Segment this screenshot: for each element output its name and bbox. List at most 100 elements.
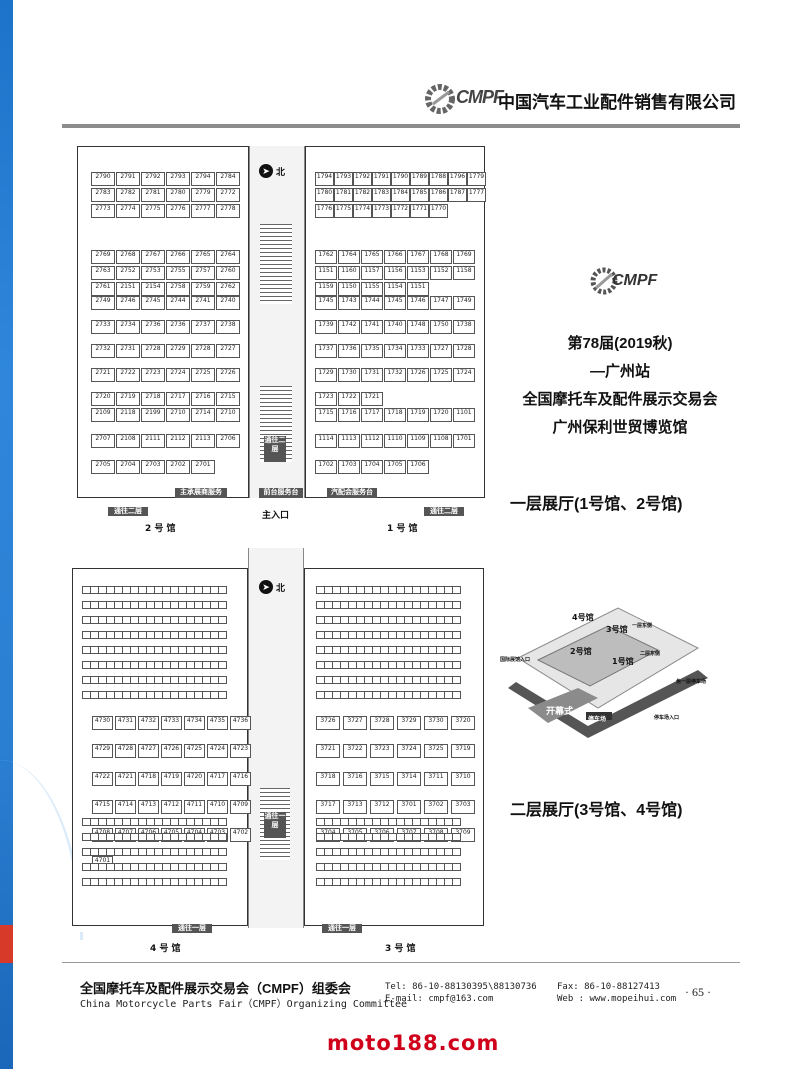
booth-1152: 1152 (430, 266, 452, 280)
booth-4721: 4721 (115, 772, 136, 786)
hall3-lower-booth (452, 863, 461, 871)
exit-left-first: 通往二层 (108, 507, 148, 516)
company-name: 中国汽车工业配件销售有限公司 (498, 93, 736, 112)
booth-2753: 2753 (141, 266, 165, 280)
booth-2704: 2704 (116, 460, 140, 474)
map-exit-2: 国际展馆入口 (500, 657, 531, 663)
booth-2775: 2775 (141, 204, 165, 218)
booth-3729: 3729 (397, 716, 421, 730)
booth-1728: 1728 (453, 344, 475, 358)
booth-1151: 1151 (315, 266, 337, 280)
booth-2793: 2793 (166, 172, 190, 186)
info-logo-text: CMPF (612, 272, 658, 289)
gear-logo-icon (425, 84, 455, 114)
booth-3703: 3703 (451, 800, 475, 814)
hall4-lower-booth (218, 848, 227, 856)
organizer-en: China Motorcycle Parts Fair（CMPF）Organiz… (80, 999, 408, 1010)
booth-1746: 1746 (407, 296, 429, 310)
hall4-small-booth (218, 631, 227, 639)
booth-1741: 1741 (361, 320, 383, 334)
booth-4717: 4717 (207, 772, 228, 786)
watermark-site[interactable]: moto188.com (327, 1031, 500, 1055)
booth-2737: 2737 (191, 320, 215, 334)
page-header: CMPF 中国汽车工业配件销售有限公司 (60, 78, 740, 128)
hall3-lower-booth (452, 818, 461, 826)
map-parking-box (586, 712, 612, 720)
booth-1160: 1160 (338, 266, 360, 280)
booth-3701: 3701 (397, 800, 421, 814)
stairs-down-label: 通往一层 (264, 812, 286, 838)
booth-1771: 1771 (410, 204, 429, 218)
booth-1742: 1742 (338, 320, 360, 334)
booth-2732: 2732 (91, 344, 115, 358)
booth-1701: 1701 (453, 434, 475, 448)
booth-1750: 1750 (430, 320, 452, 334)
booth-2718: 2718 (141, 392, 165, 406)
booth-4726: 4726 (161, 744, 182, 758)
booth-1722: 1722 (338, 392, 360, 406)
booth-3727: 3727 (343, 716, 367, 730)
booth-1716: 1716 (338, 408, 360, 422)
service-desk-right: 汽配会服务台 (327, 488, 377, 498)
booth-4728: 4728 (115, 744, 136, 758)
booth-1762: 1762 (315, 250, 337, 264)
booth-2792: 2792 (141, 172, 165, 186)
hall3-small-booth (452, 631, 461, 639)
map-road-label: 开幕式 (546, 707, 574, 717)
booth-2752: 2752 (116, 266, 140, 280)
booth-1749: 1749 (453, 296, 475, 310)
booth-2784: 2784 (216, 172, 240, 186)
hall4-small-booth (218, 661, 227, 669)
booth-1764: 1764 (338, 250, 360, 264)
booth-2744: 2744 (166, 296, 190, 310)
booth-3710: 3710 (451, 772, 475, 786)
booth-4720: 4720 (184, 772, 205, 786)
booth-2736: 2736 (141, 320, 165, 334)
hall3-small-booth (452, 646, 461, 654)
north-arrow-icon: ➤ (259, 164, 273, 178)
booth-4710: 4710 (207, 800, 228, 814)
booth-1719: 1719 (407, 408, 429, 422)
hall3-small-booth (452, 601, 461, 609)
booth-1720: 1720 (430, 408, 452, 422)
booth-1110: 1110 (384, 434, 406, 448)
booth-1745: 1745 (315, 296, 337, 310)
booth-1791: 1791 (372, 172, 391, 186)
booth-1114: 1114 (315, 434, 337, 448)
booth-1796: 1796 (448, 172, 467, 186)
booth-2778: 2778 (216, 204, 240, 218)
station-title: —广州站 (589, 363, 650, 380)
booth-3716: 3716 (343, 772, 367, 786)
booth-1737: 1737 (315, 344, 337, 358)
north-label-2: 北 (276, 584, 286, 594)
booth-4724: 4724 (207, 744, 228, 758)
booth-2768: 2768 (116, 250, 140, 264)
header-rule (62, 124, 740, 128)
booth-2749: 2749 (91, 296, 115, 310)
contact-email[interactable]: E-mail: cmpf@163.com (385, 994, 494, 1004)
footer-rule (62, 962, 740, 963)
booth-1740: 1740 (384, 320, 406, 334)
booth-2774: 2774 (116, 204, 140, 218)
contact-web[interactable]: Web : www.mopeihui.com (557, 994, 677, 1004)
booth-1706: 1706 (407, 460, 429, 474)
booth-1158: 1158 (453, 266, 475, 280)
booth-4716: 4716 (230, 772, 251, 786)
hall1-outline (305, 146, 485, 498)
second-floor-title: 二层展厅(3号馆、4号馆) (510, 802, 683, 819)
booth-4731: 4731 (115, 716, 136, 730)
booth-3715: 3715 (370, 772, 394, 786)
booth-1151: 1151 (407, 282, 429, 296)
hall3-small-booth (452, 676, 461, 684)
booth-1772: 1772 (391, 204, 410, 218)
booth-4725: 4725 (184, 744, 205, 758)
booth-1784: 1784 (391, 188, 410, 202)
service-desk-mid: 前台服务台 (259, 488, 303, 498)
booth-1794: 1794 (315, 172, 334, 186)
booth-1766: 1766 (384, 250, 406, 264)
booth-2118: 2118 (116, 408, 140, 422)
booth-1738: 1738 (453, 320, 475, 334)
booth-2109: 2109 (91, 408, 115, 422)
booth-2773: 2773 (91, 204, 115, 218)
hall3-lower-booth (452, 833, 461, 841)
